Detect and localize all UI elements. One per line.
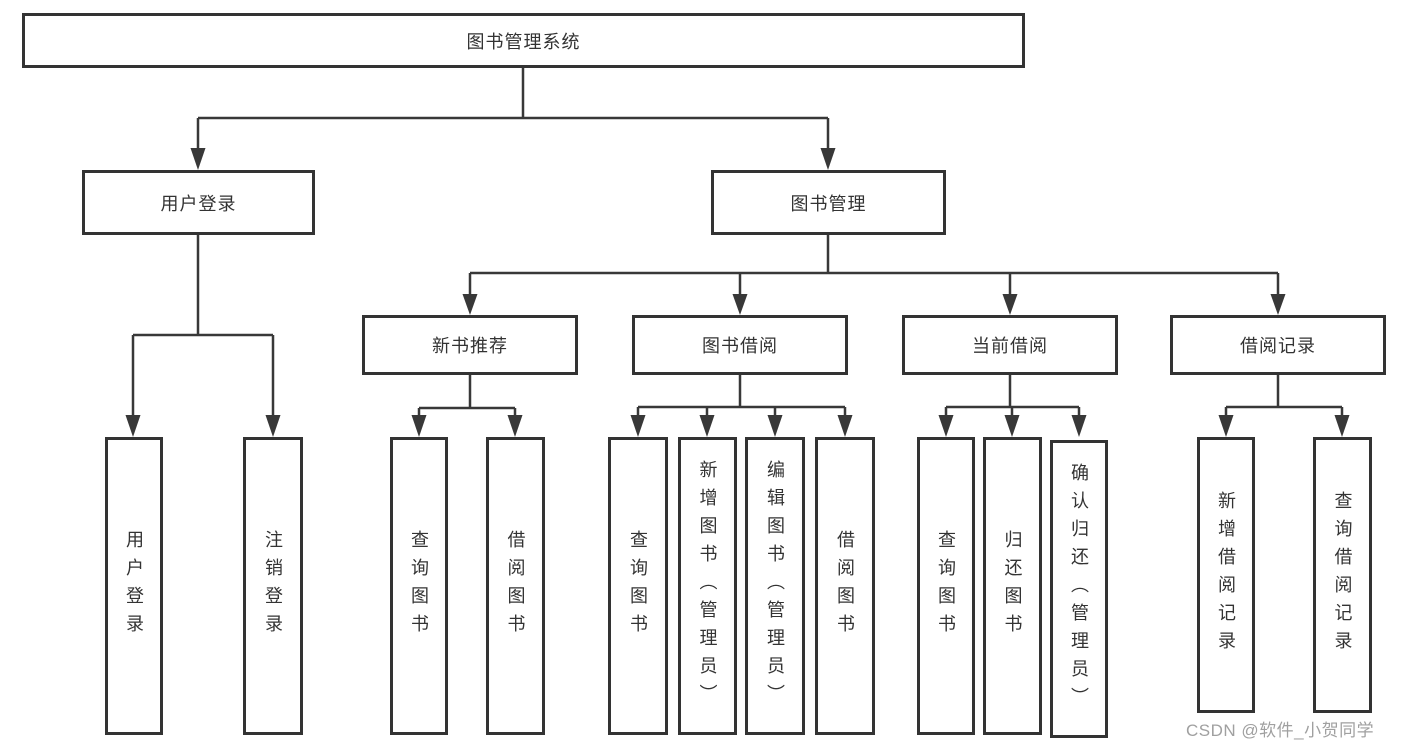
leaf-edit-book-admin-label: 编辑图书（管理员） [765,460,785,712]
node-book-borrow: 图书借阅 [632,315,848,375]
leaf-user-login-label: 用户登录 [124,530,144,642]
leaf-query-books-recommend-label: 查询图书 [409,530,429,642]
leaf-edit-book-admin: 编辑图书（管理员） [745,437,805,735]
leaf-borrow-books-label: 借阅图书 [835,530,855,642]
leaf-query-books-current: 查询图书 [917,437,975,735]
connector-lines [131,68,1344,417]
leaf-query-books-current-label: 查询图书 [936,530,956,642]
node-borrow-records-label: 借阅记录 [1240,336,1316,356]
csdn-watermark: CSDN @软件_小贺同学 [1186,721,1375,740]
leaf-confirm-return-admin: 确认归还（管理员） [1050,440,1108,738]
leaf-query-books-recommend: 查询图书 [390,437,448,735]
leaf-query-borrow-record-label: 查询借阅记录 [1332,491,1353,659]
leaf-borrow-books: 借阅图书 [815,437,875,735]
leaf-borrow-books-recommend: 借阅图书 [486,437,545,735]
leaf-borrow-books-recommend-label: 借阅图书 [505,530,526,642]
leaf-add-book-admin-label: 新增图书（管理员） [697,460,718,712]
leaf-query-books-borrow-label: 查询图书 [628,530,648,642]
leaf-query-books-borrow: 查询图书 [608,437,668,735]
node-book-borrow-label: 图书借阅 [702,336,778,356]
leaf-return-books: 归还图书 [983,437,1042,735]
node-user-login: 用户登录 [82,170,315,235]
node-new-book-recommend-label: 新书推荐 [432,336,508,356]
leaf-logout-label: 注销登录 [263,530,283,642]
arrow-down-icons [125,148,1350,437]
node-current-borrow: 当前借阅 [902,315,1118,375]
leaf-add-book-admin: 新增图书（管理员） [678,437,737,735]
node-root: 图书管理系统 [22,13,1025,68]
node-borrow-records: 借阅记录 [1170,315,1386,375]
leaf-add-borrow-record-label: 新增借阅记录 [1216,491,1236,659]
node-root-label: 图书管理系统 [466,31,581,52]
node-new-book-recommend: 新书推荐 [362,315,578,375]
node-book-management-label: 图书管理 [790,193,867,214]
leaf-confirm-return-admin-label: 确认归还（管理员） [1069,463,1089,715]
leaf-add-borrow-record: 新增借阅记录 [1197,437,1255,713]
leaf-query-borrow-record: 查询借阅记录 [1313,437,1372,713]
node-current-borrow-label: 当前借阅 [972,336,1048,356]
leaf-return-books-label: 归还图书 [1002,530,1023,642]
node-book-management: 图书管理 [711,170,946,235]
leaf-logout: 注销登录 [243,437,303,735]
leaf-user-login: 用户登录 [105,437,163,735]
node-user-login-label: 用户登录 [160,193,237,214]
